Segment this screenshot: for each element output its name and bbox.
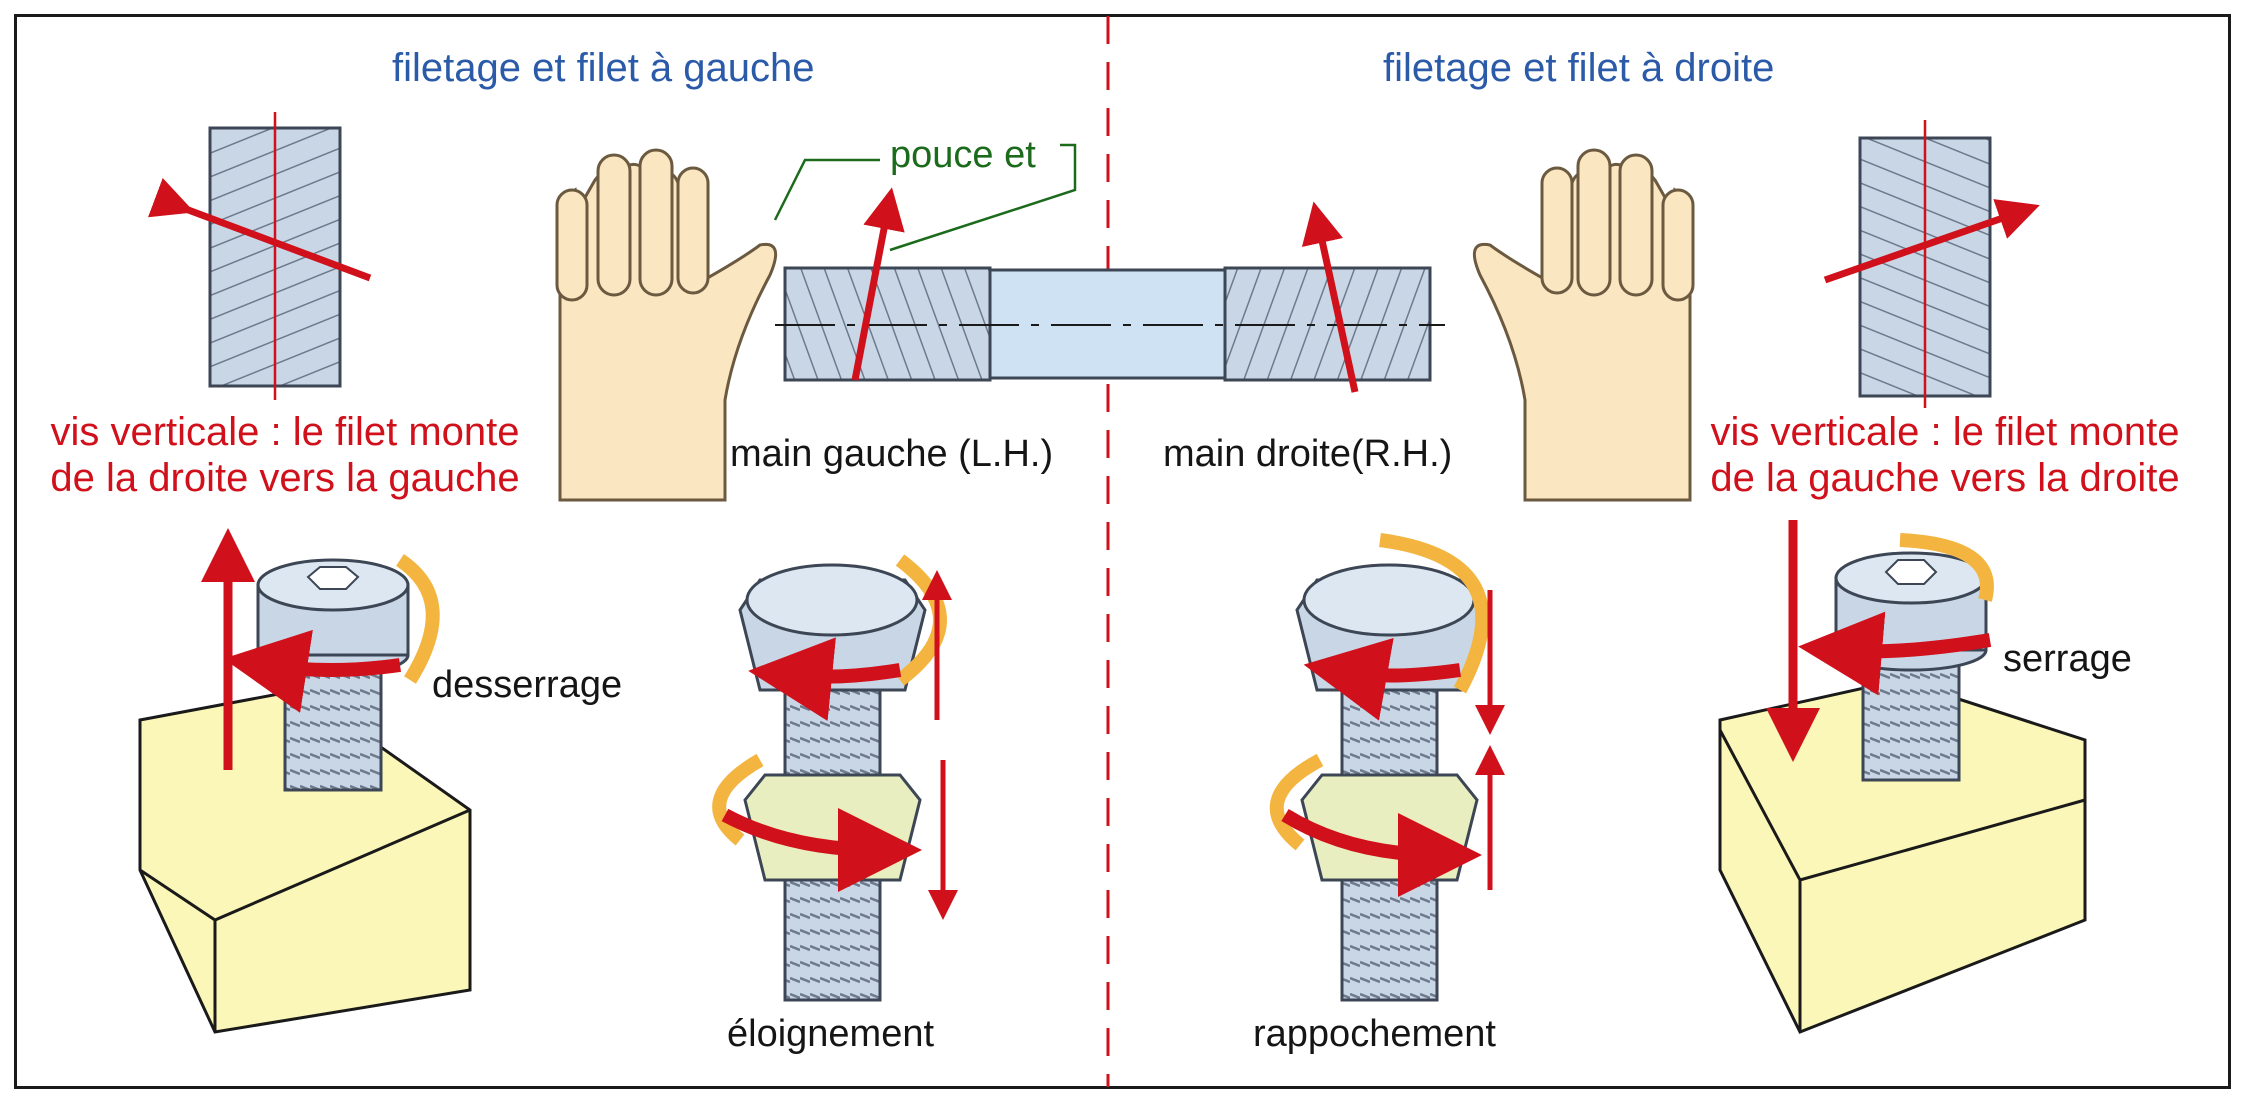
horizontal-rod: [775, 187, 1445, 393]
left-bolt-nuts: [712, 554, 958, 1002]
left-caption-line2: de la droite vers la gauche: [50, 456, 520, 500]
left-thread-rod: [147, 112, 372, 400]
callout-line-right: [889, 143, 1077, 252]
right-caption-line2: de la gauche vers la droite: [1710, 456, 2180, 500]
callout-label: pouce et: [890, 134, 1036, 176]
left-screw-label: desserrage: [432, 664, 623, 706]
right-nut-label: rappochement: [1253, 1013, 1496, 1055]
right-screw-label: serrage: [2003, 638, 2132, 680]
left-block-screw: [138, 528, 472, 1034]
right-thread-rod: [1823, 120, 2040, 408]
left-nut-label: éloignement: [727, 1013, 935, 1055]
left-title: filetage et filet à gauche: [392, 46, 815, 90]
left-caption-line1: vis verticale : le filet monte: [50, 410, 520, 454]
right-caption-line1: vis verticale : le filet monte: [1710, 410, 2180, 454]
right-hand: [1472, 148, 1695, 502]
right-title: filetage et filet à droite: [1383, 46, 1775, 90]
callout-line-left: [773, 158, 880, 221]
left-hand-label: main gauche (L.H.): [730, 433, 1054, 475]
right-bolt-nuts: [1269, 533, 1505, 1002]
left-hand: [555, 148, 778, 502]
right-hand-label: main droite(R.H.): [1163, 433, 1453, 475]
right-block-screw: [1718, 520, 2087, 1034]
